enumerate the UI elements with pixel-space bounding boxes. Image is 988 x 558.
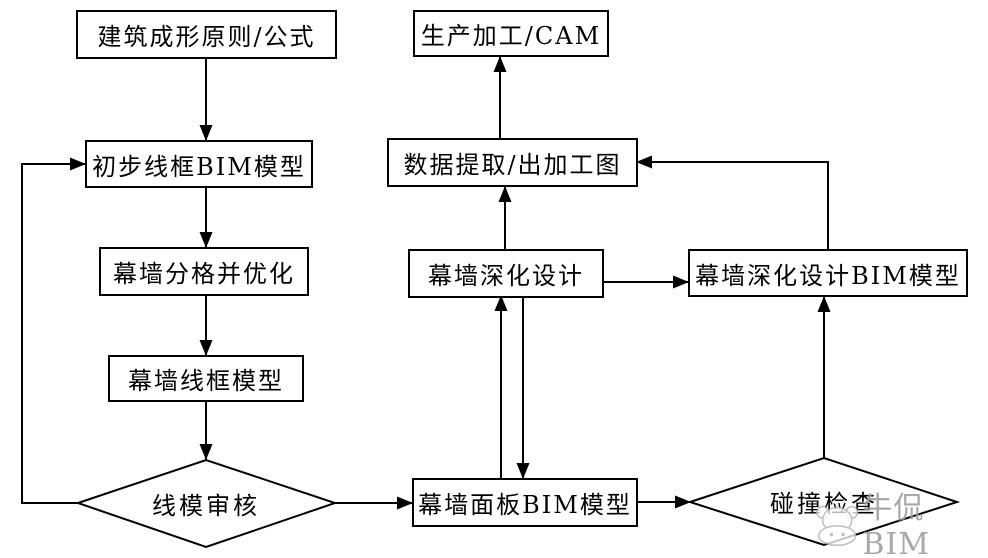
node-initial-wireframe-bim: 初步线框BIM模型 [85,140,313,188]
node-curtain-deepen-design: 幕墙深化设计 [408,249,604,298]
node-curtain-deepen-bim: 幕墙深化设计BIM模型 [688,249,968,297]
diamond-collision-check [686,456,961,547]
label-wire-model-review: 线模审核 [152,491,260,520]
node-curtain-division: 幕墙分格并优化 [99,247,309,296]
node-production-cam: 生产加工/CAM [413,10,609,57]
diamond-wire-model-review [74,458,339,549]
connector-deepenbim-to-dataextract [636,155,829,249]
node-building-principle: 建筑成形原则/公式 [76,10,337,59]
node-curtain-wireframe: 幕墙线框模型 [108,355,304,402]
connector-review-feedback-to-wireframebim [21,157,86,504]
node-curtain-panel-bim: 幕墙面板BIM模型 [412,478,638,527]
node-data-extraction: 数据提取/出加工图 [387,138,638,187]
label-collision-check: 碰撞检查 [770,489,878,518]
